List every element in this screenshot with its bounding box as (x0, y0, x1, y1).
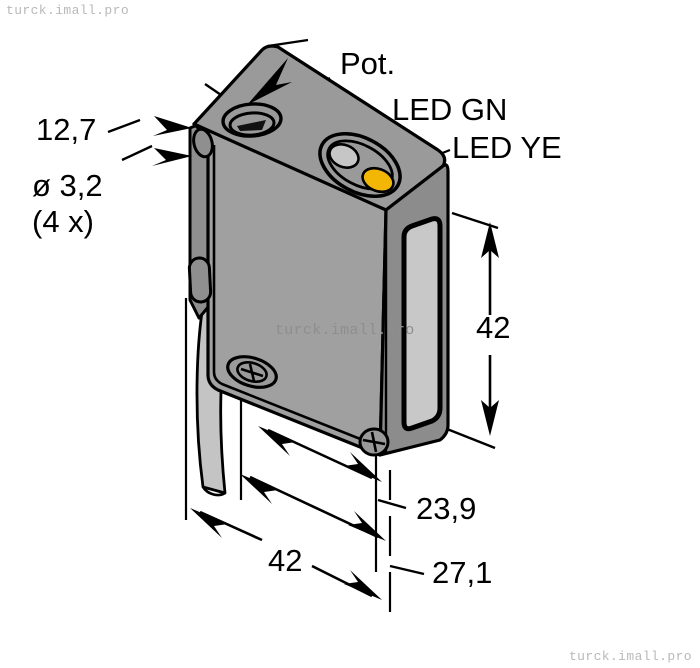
callout-pot-label: Pot. (340, 46, 395, 81)
dimension-width-label: 42 (268, 543, 302, 578)
led-indicator-group (318, 131, 402, 199)
witness-height-top (451, 211, 499, 230)
mounting-hole-top-left (192, 127, 214, 159)
arrow-height-down (481, 400, 499, 436)
dimension-arrowheads (152, 58, 499, 600)
screw-slot-a2 (248, 363, 256, 382)
dimension-labels: 12,7 ø 3,2 (4 x) 42 23,9 27,1 42 (32, 112, 510, 590)
dimension-hole-diameter-label: ø 3,2 (32, 168, 103, 203)
arrow-12-7-top (247, 58, 292, 105)
leader-3-2-line (121, 144, 153, 162)
callout-led-gn-label: LED GN (392, 92, 507, 127)
dimension-height-label: 42 (476, 310, 510, 345)
cable-end (201, 486, 226, 497)
arrow-27-1-left (240, 474, 278, 504)
arrow-12-7-left (153, 116, 192, 136)
pot-screw-slot (237, 120, 266, 131)
led-green-indicator (328, 143, 360, 169)
watermark-top-left: turck.imall.pro (6, 3, 130, 18)
arrow-width-right (344, 570, 382, 600)
watermark-bottom-right: turck.imall.pro (568, 649, 692, 664)
housing-front-bevel (212, 145, 379, 448)
dimension-overall-depth-label: 27,1 (432, 555, 492, 590)
arrow-height-up (481, 222, 499, 258)
mounting-hole-front-lower (226, 355, 278, 389)
arrow-23-9-right (344, 452, 382, 482)
dimension-hole-count-label: (4 x) (32, 204, 94, 239)
witness-height-bottom (446, 427, 496, 450)
screw-slot-b2 (370, 431, 378, 453)
arrow-3-2 (152, 148, 192, 166)
leader-23-9 (377, 498, 407, 510)
arrow-width-left (190, 508, 228, 538)
leader-27-1 (389, 564, 425, 576)
dimension-thickness-label: 12,7 (36, 112, 96, 147)
leader-12-7-line (107, 118, 141, 134)
sensor-housing (187, 44, 450, 457)
led-yellow-indicator (361, 166, 395, 194)
potentiometer[interactable] (221, 102, 283, 138)
arrow-27-1-right (348, 511, 386, 541)
dimension-mount-depth-label: 23,9 (416, 491, 476, 526)
lens-window (401, 216, 443, 432)
callout-led-ye-label: LED YE (452, 130, 562, 165)
callout-labels: Pot. LED GN LED YE (340, 46, 562, 165)
watermark-center: turck.imall.pro (275, 322, 415, 339)
mounting-hole-bottom-left (187, 256, 213, 304)
arrow-23-9-left (258, 426, 296, 456)
mounting-hole-front-right (358, 427, 390, 457)
